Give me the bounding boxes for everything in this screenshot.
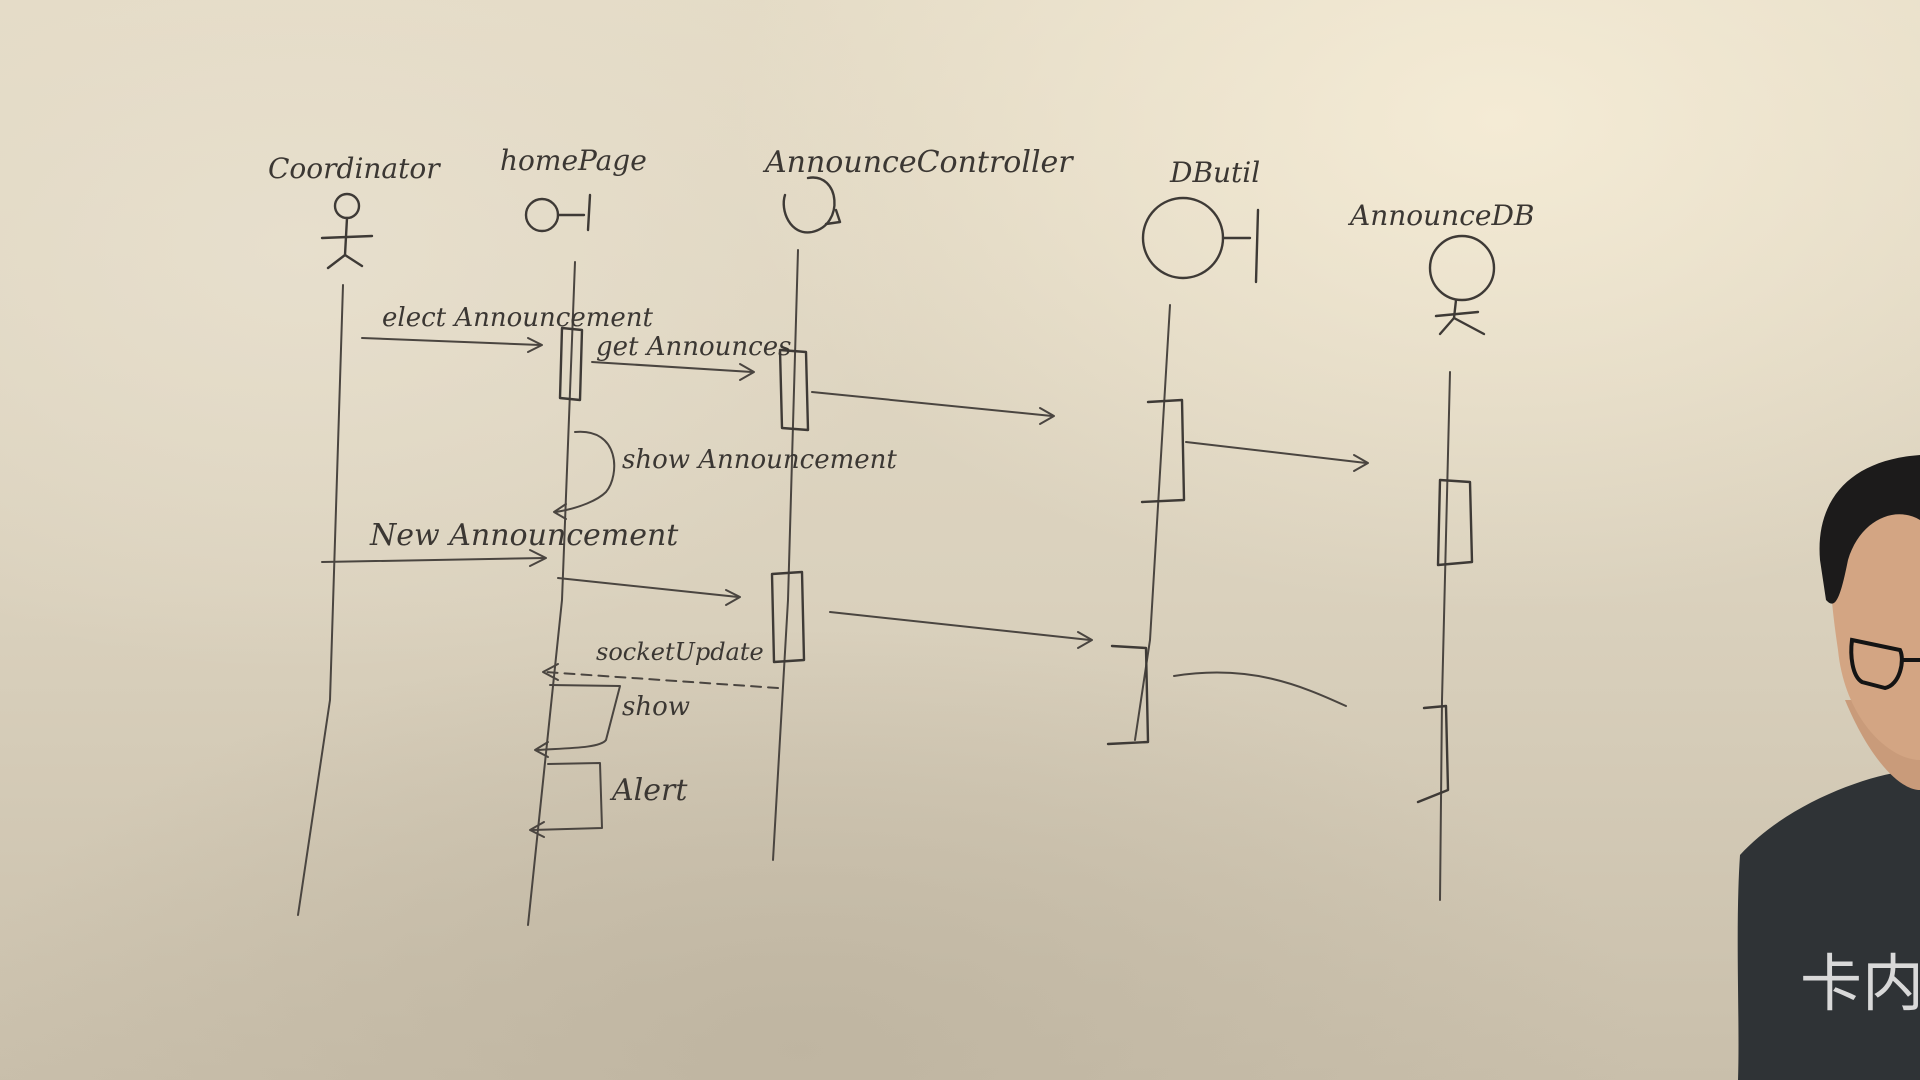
homepage-lifeline — [527, 261, 576, 926]
announcedb-activation-2 — [1416, 704, 1450, 804]
participant-coordinator-label: Coordinator — [268, 152, 441, 185]
controller-to-dbutil-arrow-1 — [811, 391, 1053, 417]
new-announcement-arrow — [321, 557, 546, 563]
glasses-icon — [1849, 637, 1904, 691]
homepage-boundary-icon — [524, 193, 592, 233]
show-announcement-self-arrow — [555, 430, 616, 513]
coordinator-lifeline — [297, 284, 344, 916]
participant-homepage-label: homePage — [500, 144, 647, 177]
announcecontroller-lifeline — [772, 249, 799, 861]
message-show-announcement-label: show Announcement — [622, 445, 897, 475]
message-new-announcement-label: New Announcement — [369, 518, 679, 553]
controller-activation-1 — [778, 348, 810, 432]
person-hair — [1819, 455, 1920, 604]
dbutil-activation-2 — [1106, 644, 1150, 746]
message-alert-label: Alert — [609, 773, 688, 808]
announcedb-activation-1 — [1436, 478, 1474, 567]
elect-announcement-arrow — [361, 337, 541, 346]
message-elect-announcement-label: elect Announcement — [382, 303, 654, 333]
announcecontroller-control-icon — [782, 176, 842, 234]
controller-to-dbutil-arrow-2 — [829, 611, 1091, 641]
alert-self-arrow — [531, 762, 603, 831]
announcedb-actor-icon — [1428, 234, 1496, 336]
dbutil-activation-1 — [1140, 398, 1186, 504]
participant-dbutil-label: DButil — [1169, 156, 1260, 189]
announcedb-lifeline — [1439, 371, 1451, 901]
dbutil-boundary-icon — [1141, 196, 1260, 284]
person-shirt — [1737, 770, 1920, 1080]
person: 卡内基 — [1737, 455, 1920, 1080]
message-get-announces-label: get Announces — [596, 332, 791, 362]
homepage-to-controller-arrow — [557, 577, 739, 598]
message-show-label: show — [622, 692, 690, 722]
homepage-activation-1 — [558, 326, 584, 402]
shirt-print: 卡内基 — [1800, 947, 1920, 1020]
dbutil-to-announcedb-arrow-2 — [1173, 671, 1347, 707]
coordinator-actor-icon — [320, 192, 374, 270]
participant-announcedb-label: AnnounceDB — [1347, 199, 1535, 232]
dbutil-lifeline — [1134, 304, 1171, 741]
controller-activation-2 — [770, 570, 806, 664]
dbutil-to-announcedb-arrow-1 — [1185, 441, 1367, 464]
get-announces-arrow — [591, 361, 753, 373]
participant-announcecontroller-label: AnnounceController — [762, 145, 1074, 180]
show-self-arrow — [536, 684, 621, 751]
socket-update-arrow — [544, 671, 779, 689]
message-socket-update-label: socketUpdate — [596, 638, 764, 666]
